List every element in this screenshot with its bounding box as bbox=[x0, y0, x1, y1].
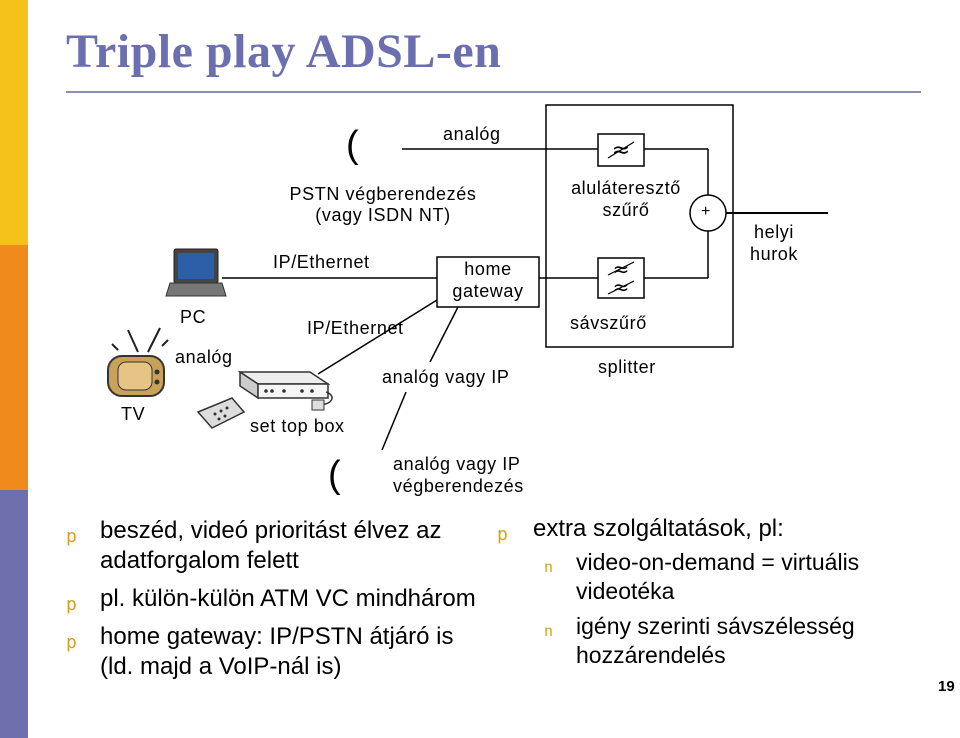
label-set-top-box: set top box bbox=[250, 416, 345, 436]
bandpass-filter-icon bbox=[597, 257, 645, 299]
home-gateway-box bbox=[436, 256, 540, 308]
sub-bullet-text: igény szerinti sávszélesség hozzárendelé… bbox=[576, 613, 855, 668]
label-lowpass-2: szűrő bbox=[602, 200, 650, 220]
label-lowpass-1: aluláteresztő bbox=[571, 178, 681, 198]
bullet-marker: p bbox=[66, 526, 77, 547]
label-tv: TV bbox=[121, 404, 146, 424]
bullet-marker: p bbox=[66, 594, 77, 615]
page-number: 19 bbox=[938, 678, 955, 695]
tv-icon bbox=[107, 327, 169, 397]
remote-control-icon bbox=[196, 397, 246, 429]
label-home-gateway-1: home bbox=[464, 259, 512, 279]
label-plus: + bbox=[701, 203, 711, 220]
label-splitter: splitter bbox=[598, 357, 656, 377]
label-local-loop-1: helyi bbox=[753, 222, 795, 242]
label-local-loop-2: hurok bbox=[749, 244, 799, 264]
slide-title: Triple play ADSL-en bbox=[66, 25, 502, 78]
bullet-marker: p bbox=[66, 632, 77, 653]
list-item: p extra szolgáltatások, pl: bbox=[497, 514, 917, 545]
splitter-box bbox=[545, 104, 734, 348]
ip-ethernet-line-mid bbox=[317, 299, 438, 375]
side-bar-yellow bbox=[0, 0, 28, 245]
gateway-endpoint-line-b bbox=[381, 391, 407, 451]
bullet-text: pl. külön-külön ATM VC mindhárom bbox=[100, 585, 476, 612]
list-item: p home gateway: IP/PSTN átjáró is (ld. m… bbox=[66, 622, 486, 682]
title-underline bbox=[66, 91, 921, 93]
label-endpoint-1: analóg vagy IP bbox=[393, 454, 521, 474]
set-top-box-icon bbox=[237, 370, 333, 411]
pc-icon bbox=[165, 248, 227, 297]
label-home-gateway-2: gateway bbox=[452, 281, 524, 301]
list-item: p pl. külön-külön ATM VC mindhárom bbox=[66, 584, 486, 615]
paren-top: ( bbox=[346, 124, 359, 166]
bullet-marker: p bbox=[497, 524, 508, 545]
sub-bullet-text: video-on-demand = virtuális videotéka bbox=[576, 549, 860, 604]
bullet-text: extra szolgáltatások, pl: bbox=[533, 515, 784, 542]
label-analog-or-ip: analóg vagy IP bbox=[382, 367, 510, 387]
list-item: p beszéd, videó prioritást élvez az adat… bbox=[66, 516, 486, 576]
paren-bottom: ( bbox=[328, 454, 341, 496]
sub-bullet-marker: n bbox=[544, 622, 554, 640]
label-pstn-line2: (vagy ISDN NT) bbox=[315, 205, 451, 225]
label-analog-tv: analóg bbox=[175, 347, 233, 367]
label-bandpass: sávszűrő bbox=[570, 313, 647, 333]
right-bullet-list: p extra szolgáltatások, pl: n video-on-d… bbox=[497, 514, 917, 676]
sub-list-item: n video-on-demand = virtuális videotéka bbox=[497, 548, 917, 606]
label-pc: PC bbox=[180, 307, 207, 327]
sub-list-item: n igény szerinti sávszélesség hozzárende… bbox=[497, 612, 917, 670]
left-bullet-list: p beszéd, videó prioritást élvez az adat… bbox=[66, 516, 486, 690]
gateway-endpoint-line-a bbox=[429, 306, 459, 363]
sub-bullet-marker: n bbox=[544, 558, 554, 576]
label-endpoint-2: végberendezés bbox=[393, 476, 524, 496]
label-ip-ethernet-mid: IP/Ethernet bbox=[307, 318, 404, 338]
bullet-text: beszéd, videó prioritást élvez az adatfo… bbox=[100, 517, 442, 574]
label-ip-ethernet-top: IP/Ethernet bbox=[273, 252, 370, 272]
label-analog-top: analóg bbox=[443, 124, 501, 144]
label-pstn-line1: PSTN végberendezés bbox=[289, 184, 477, 204]
side-bar-purple bbox=[0, 490, 28, 738]
bullet-text: home gateway: IP/PSTN átjáró is (ld. maj… bbox=[100, 623, 454, 680]
side-bar-orange bbox=[0, 245, 28, 490]
